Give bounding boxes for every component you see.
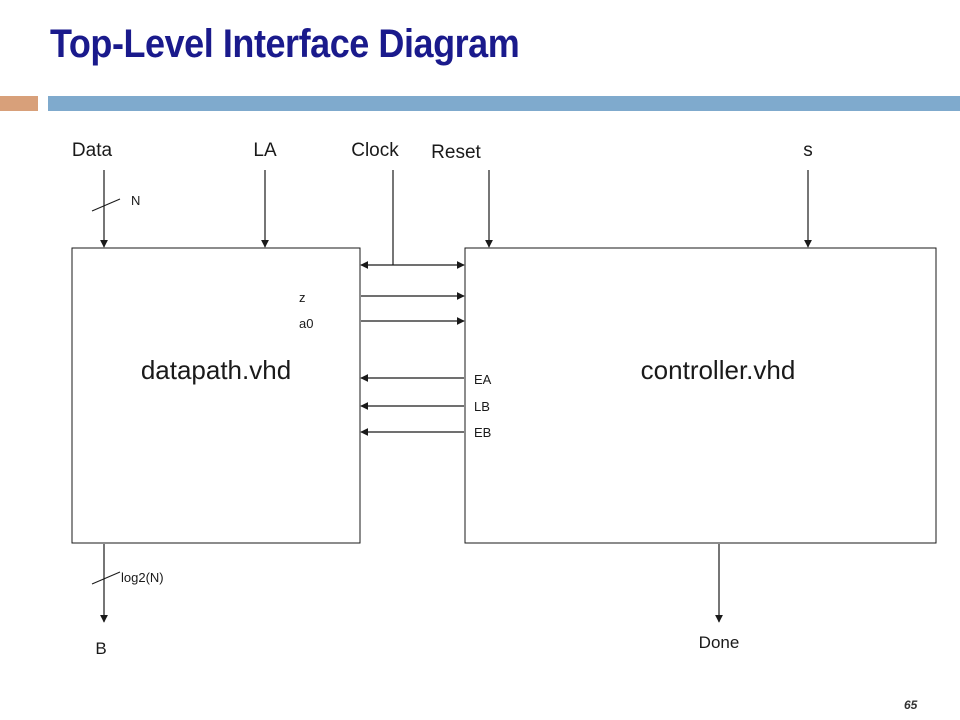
b-output-label: B — [95, 639, 106, 658]
la-input-label: LA — [253, 140, 277, 161]
data-width-label: N — [131, 193, 140, 208]
controller-label: controller.vhd — [641, 355, 796, 385]
page-title: Top-Level Interface Diagram — [50, 22, 520, 66]
b-bus-slash — [91, 571, 121, 585]
data-input-label: Data — [72, 140, 113, 161]
controller-block — [464, 247, 937, 544]
z-signal-label: z — [299, 290, 306, 305]
clock-input-label: Clock — [351, 140, 399, 161]
done-output-label: Done — [699, 633, 740, 652]
page-number: 65 — [904, 698, 918, 712]
b-width-label: log2(N) — [121, 570, 164, 585]
s-input-label: s — [803, 140, 813, 161]
eb-signal-label: EB — [474, 425, 491, 440]
datapath-label: datapath.vhd — [141, 355, 291, 385]
lb-signal-label: LB — [474, 399, 490, 414]
datapath-block — [71, 247, 361, 544]
title-accent-bar-right — [48, 96, 960, 111]
data-bus-slash — [91, 198, 121, 212]
title-accent-bar-left — [0, 96, 38, 111]
a0-signal-label: a0 — [299, 316, 313, 331]
reset-input-label: Reset — [431, 142, 481, 163]
ea-signal-label: EA — [474, 372, 492, 387]
